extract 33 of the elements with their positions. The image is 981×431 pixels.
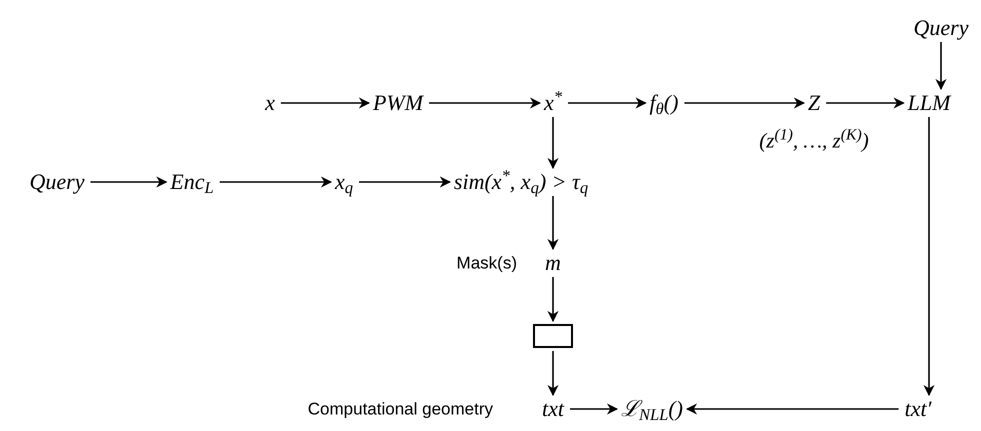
arrow bbox=[547, 277, 559, 322]
arrow bbox=[220, 176, 332, 188]
arrow bbox=[547, 351, 559, 396]
arrow bbox=[280, 97, 370, 109]
vector-notation: (z$^{(1)}$, …, z$^{(K)}$) bbox=[759, 130, 869, 152]
math-term: PWM bbox=[372, 92, 424, 114]
math-term: x bbox=[265, 92, 275, 114]
arrow bbox=[568, 97, 647, 109]
arrow bbox=[935, 42, 947, 90]
arrow bbox=[359, 176, 451, 188]
math-term: LLM bbox=[908, 92, 950, 114]
arrow bbox=[90, 176, 168, 188]
math-term: x$^{*}$ bbox=[544, 92, 562, 114]
annotation-text: Mask(s) bbox=[456, 254, 517, 272]
arrow bbox=[547, 196, 559, 250]
empty-box bbox=[533, 324, 573, 348]
math-term: Query bbox=[30, 171, 84, 193]
arrow bbox=[826, 97, 905, 109]
arrow bbox=[923, 117, 935, 396]
arrow bbox=[429, 97, 542, 109]
math-term: f$_{θ}$() bbox=[650, 92, 678, 114]
arrow bbox=[570, 403, 618, 415]
math-term: Z bbox=[808, 92, 820, 114]
math-term: m bbox=[545, 252, 561, 274]
math-term: ℒ$_{NLL}$() bbox=[621, 398, 683, 420]
math-term: Enc$_{L}$ bbox=[170, 171, 214, 193]
arrow bbox=[684, 97, 805, 109]
arrow bbox=[686, 403, 899, 415]
math-term: txt bbox=[542, 398, 564, 420]
annotation-text: Computational geometry bbox=[308, 400, 493, 418]
math-term: txt′ bbox=[904, 398, 932, 420]
math-term: Query bbox=[914, 17, 968, 39]
arrow bbox=[547, 117, 559, 170]
